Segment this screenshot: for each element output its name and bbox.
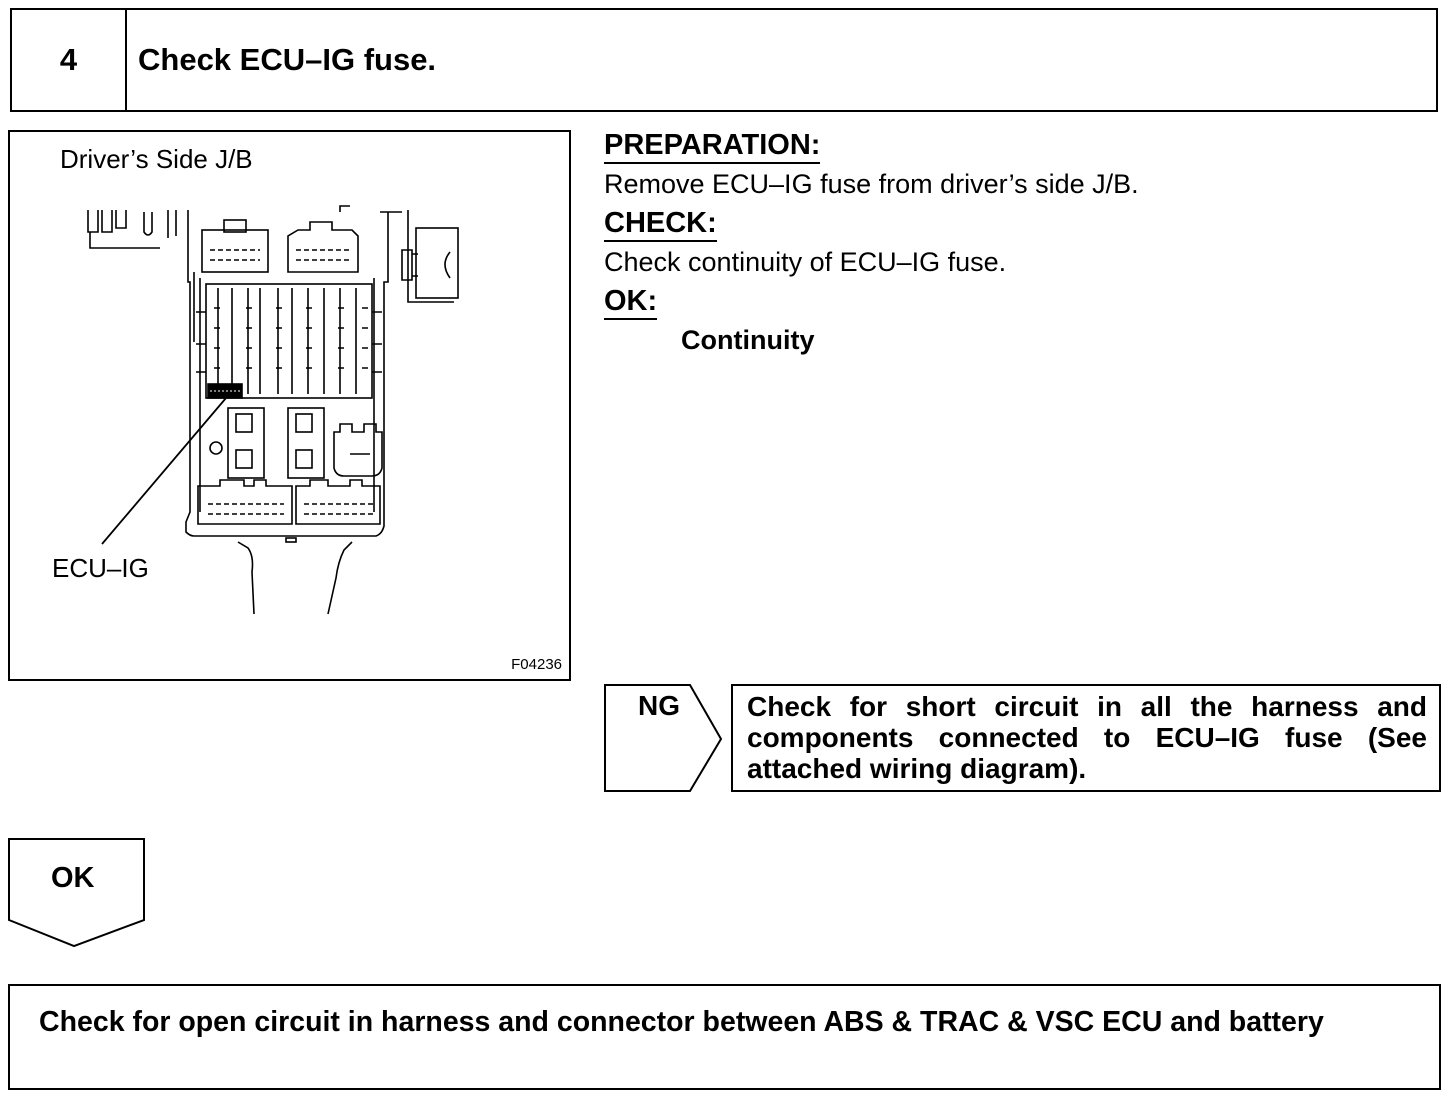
figure-caption: Driver’s Side J/B	[60, 144, 253, 174]
step-number: 4	[12, 10, 127, 110]
top-connector-left	[201, 219, 269, 273]
step-title: Check ECU–IG fuse.	[138, 42, 437, 77]
fuse-callout-label: ECU–IG	[52, 553, 149, 583]
middle-relays	[209, 407, 383, 479]
next-step-text: Check for open circuit in harness and co…	[39, 1006, 1324, 1038]
preparation-text: Remove ECU–IG fuse from driver’s side J/…	[604, 169, 1139, 199]
ecu-ig-fuse-marker	[207, 383, 243, 399]
junction-block-body	[185, 205, 459, 537]
junction-block-figure: Driver’s Side J/B ECU–IG F04236	[8, 130, 571, 681]
ok-label: OK	[51, 862, 95, 894]
check-text: Check continuity of ECU–IG fuse.	[604, 247, 1007, 277]
next-step-box: Check for open circuit in harness and co…	[8, 984, 1441, 1090]
ng-label: NG	[638, 690, 680, 721]
ng-arrow-shape	[604, 684, 723, 792]
top-left-tabs	[87, 210, 177, 249]
junction-block-illustration	[87, 205, 459, 615]
ok-result: Continuity	[681, 325, 815, 355]
harness-lines	[237, 541, 353, 615]
ng-action-text: Check for short circuit in all the harne…	[747, 691, 1427, 784]
bottom-connectors	[197, 479, 381, 543]
ng-action-box: Check for short circuit in all the harne…	[731, 684, 1441, 792]
check-heading: CHECK:	[604, 207, 717, 242]
top-connector-right	[287, 221, 359, 273]
figure-code: F04236	[511, 656, 562, 673]
preparation-heading: PREPARATION:	[604, 129, 821, 164]
callout-leader-line	[101, 397, 227, 545]
ok-heading: OK:	[604, 285, 658, 320]
fuse-panel	[196, 283, 382, 399]
ok-arrow-shape	[8, 838, 145, 948]
step-header: 4 Check ECU–IG fuse.	[10, 8, 1438, 112]
instructions: PREPARATION: Remove ECU–IG fuse from dri…	[604, 126, 1139, 360]
